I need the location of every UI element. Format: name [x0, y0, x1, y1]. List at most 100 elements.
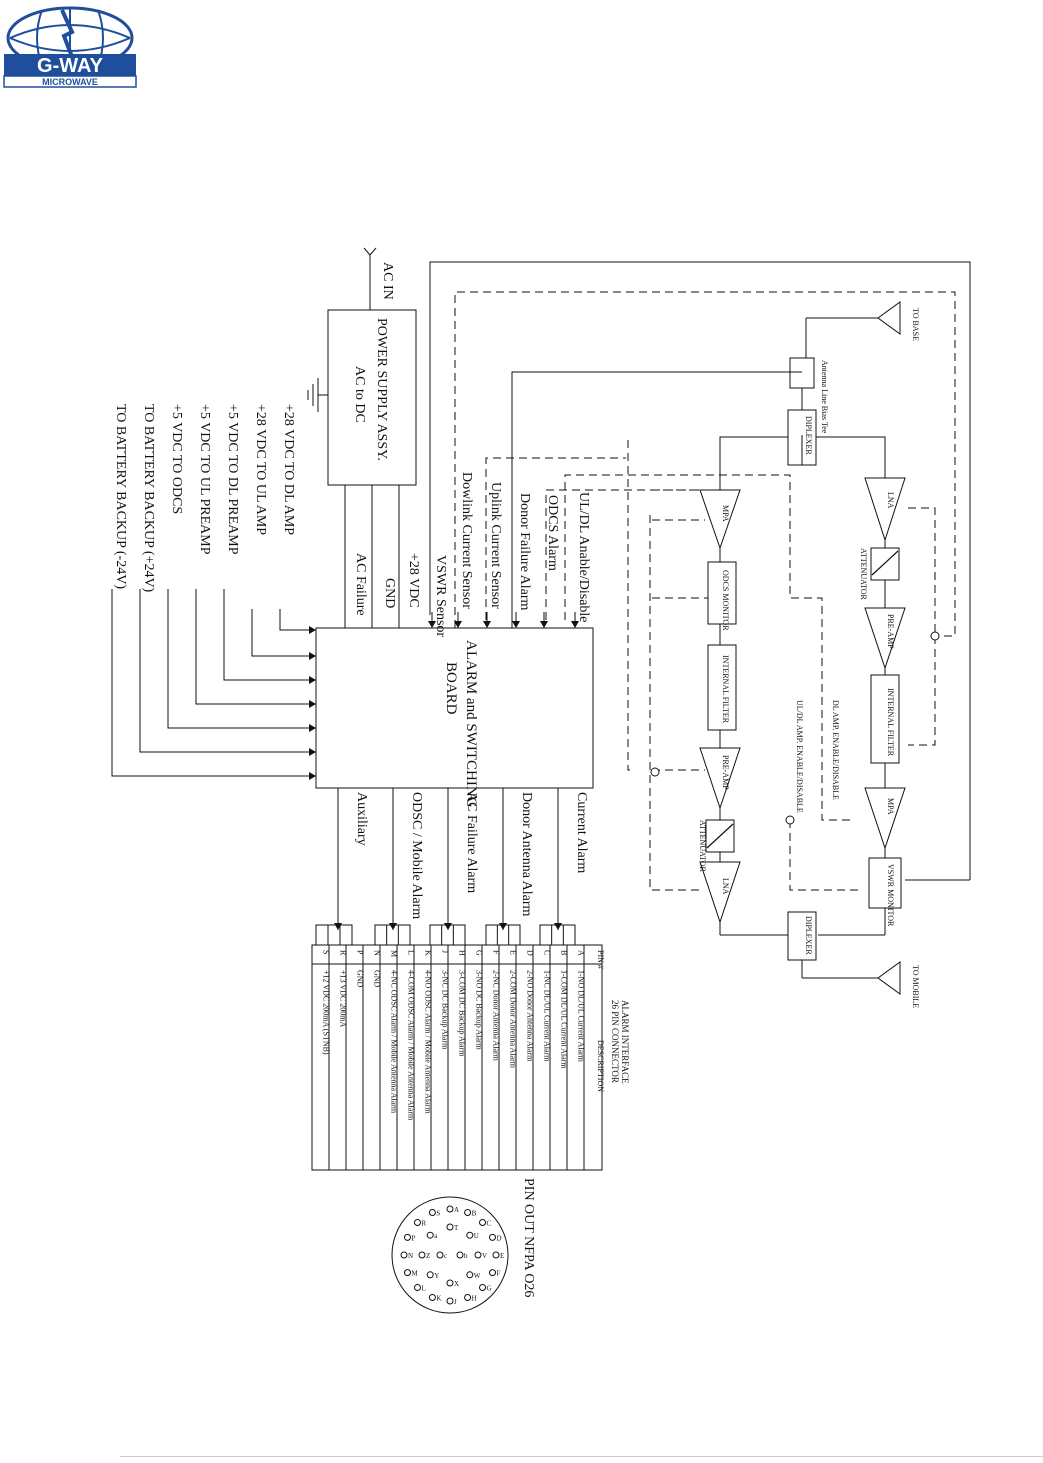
table-pin-cell: N — [373, 950, 382, 956]
connector-pins — [315, 924, 576, 946]
pinout-pin-label: a — [434, 1232, 438, 1240]
mpa-ul-label: MPA — [886, 798, 895, 815]
attenuator-ul-label: ATTENUATOR — [859, 548, 868, 601]
power-supply-subtitle: AC to DC — [352, 366, 367, 423]
vswr-label: VSWR MONITOR — [886, 864, 895, 927]
table-pin-cell: M — [390, 950, 399, 957]
psu-output-label: +5 VDC TO ODCS — [169, 404, 184, 514]
table-pin-cell: L — [407, 950, 416, 955]
table-desc-cell: 3-COM DC Backup Alarm — [458, 970, 467, 1057]
logo-sub: MICROWAVE — [42, 77, 98, 87]
bias-tee-label: Antenna Line Bias Tee — [820, 360, 829, 434]
pinout-pin-label: Y — [434, 1272, 439, 1280]
psu-output-label: TO BATTERY BACKUP (+24V) — [141, 404, 156, 593]
table-pin-cell: A — [577, 950, 586, 956]
board-output-label: Donor Antenna Alarm — [519, 792, 534, 917]
table-desc-cell: 1-COM DL/UL Current Alarm — [560, 970, 569, 1069]
pinout-pin-label: T — [454, 1224, 459, 1232]
pinout-pin-label: Z — [426, 1252, 430, 1260]
table-desc-cell: 3-NO DC Backup Alarm — [475, 970, 484, 1051]
board-input-label: Donor Failure Alarm — [517, 493, 532, 611]
pinout-title: PIN OUT NFPA O26 — [521, 1178, 536, 1297]
table-desc-cell: +13 VDC 200mA — [339, 970, 348, 1027]
table-desc-cell: 4-NO ODSC Alarm / Mobile Antenna Alarm — [424, 970, 433, 1114]
table-pin-cell: C — [543, 950, 552, 955]
pinout-pin-label: U — [474, 1232, 479, 1240]
board-input-label: VSWR Sensor — [433, 555, 448, 637]
pinout-pin-label: P — [412, 1234, 416, 1242]
board-output-label: Auxiliary — [354, 792, 369, 846]
board-input-label: Uplink Current Sensor — [488, 482, 503, 609]
table-desc-cell: 4-COM ODSC Alarm / Mobile Antenna Alarm — [407, 970, 416, 1121]
pinout-pin-label: R — [421, 1219, 426, 1227]
pinout-pin-label: c — [444, 1252, 447, 1260]
pinout-pin-label: L — [421, 1285, 425, 1293]
to-mobile-label: TO MOBILE — [911, 965, 920, 1008]
table-pin-cell: J — [441, 950, 450, 953]
diplexer-top-label: DIPLEXER — [804, 416, 813, 455]
psu-output-label: +28 VDC TO DL AMP — [281, 404, 296, 535]
pinout-pin-label: V — [482, 1252, 487, 1260]
pinout-pin-label: S — [436, 1210, 440, 1218]
psu-output-label: TO BATTERY BACKUP (-24V) — [113, 404, 128, 589]
filter-ul-label: INTERNAL FILTER — [886, 688, 895, 757]
pinout-pin-label: B — [472, 1210, 477, 1218]
pinout-pin-label: W — [474, 1272, 481, 1280]
pinout-pin-label: F — [496, 1270, 500, 1278]
table-header-desc: DESCRIPTION — [596, 1040, 605, 1092]
psu-board-links — [344, 485, 400, 628]
table-pin-cell: P — [356, 950, 365, 955]
table-pin-cell: H — [458, 950, 467, 956]
to-base-label: TO BASE — [911, 308, 920, 341]
pinout-pin-label: b — [464, 1252, 468, 1260]
board-title-2: BOARD — [443, 662, 459, 715]
control-lines — [454, 291, 956, 891]
board-output-label: Current Alarm — [574, 792, 589, 873]
board-input-label: UL/DL Anable/Disable — [576, 492, 591, 623]
board-input-label: +28 VDC — [406, 553, 421, 608]
table-desc-cell: 2-NO Donor Antenna Alarm — [526, 970, 535, 1062]
pinout-pin-label: K — [436, 1294, 441, 1302]
pinout-pin-label: N — [408, 1252, 413, 1260]
table-desc-cell: 2-COM Donor Antenna Alarm — [509, 970, 518, 1069]
board-inputs: AC Failure GND +28 VDC VSWR Sensor Dowlink C… — [353, 472, 591, 637]
table-header-pin: PIN # — [596, 950, 605, 969]
board-output-label: AC Failure Alarm — [464, 792, 479, 893]
board-input-label: Dowlink Current Sensor — [459, 472, 474, 609]
pinout-pin-label: D — [496, 1234, 501, 1242]
alarm-table-subtitle: 26 PIN CONNECTOR — [610, 1000, 620, 1083]
preamp-dl-label: PRE-AMP — [721, 755, 730, 790]
table-desc-cell: +12 VDC 200mA (STNB) — [322, 970, 331, 1055]
uldl-enable-label: UL/DL AMP. ENABLE/DISABLE — [795, 700, 804, 813]
table-pin-cell: G — [475, 950, 484, 956]
psu-output-label: +5 VDC TO DL PREAMP — [225, 404, 240, 555]
company-logo: G-WAY MICROWAVE — [3, 6, 137, 88]
psu-outputs: +28 VDC TO DL AMP+28 VDC TO UL AMP+5 VDC… — [111, 404, 316, 780]
board-input-label: AC Failure — [353, 553, 368, 616]
dl-enable-label: DL AMP. ENABLE/DISABLE — [831, 700, 840, 800]
mpa-dl-label: MPA — [721, 505, 730, 522]
table-desc-cell: 4-NC ODSC Alarm / Mobile Antenna Alarm — [390, 970, 399, 1114]
table-pin-cell: S — [322, 950, 331, 954]
table-desc-cell: 2-NC Donor Antenna Alarm — [492, 970, 501, 1062]
table-pin-cell: F — [492, 950, 501, 955]
table-desc-cell: 3-NC DC Backup Alarm — [441, 970, 450, 1050]
pinout-pin-label: J — [454, 1298, 457, 1306]
pinout-pin-label: X — [454, 1280, 459, 1288]
odcs-label: ODCS MONITOR — [721, 570, 730, 631]
table-desc-cell: 1-NC DL/UL Current Alarm — [543, 970, 552, 1062]
table-desc-cell: 1-NO DL/UL Current Alarm — [577, 970, 586, 1063]
lna-ul-label: LNA — [886, 492, 895, 509]
alarm-table: PIN # DESCRIPTION A 1-NO DL/UL Current Alar… — [311, 944, 605, 1171]
table-desc-cell: GND — [356, 970, 365, 988]
table-pin-cell: R — [339, 950, 348, 956]
psu-output-label: +5 VDC TO UL PREAMP — [197, 404, 212, 555]
board-input-label: GND — [382, 578, 397, 608]
ac-in-label: AC IN — [380, 262, 395, 300]
power-supply-box — [327, 309, 417, 486]
table-pin-cell: K — [424, 950, 433, 956]
table-pin-cell: B — [560, 950, 569, 955]
